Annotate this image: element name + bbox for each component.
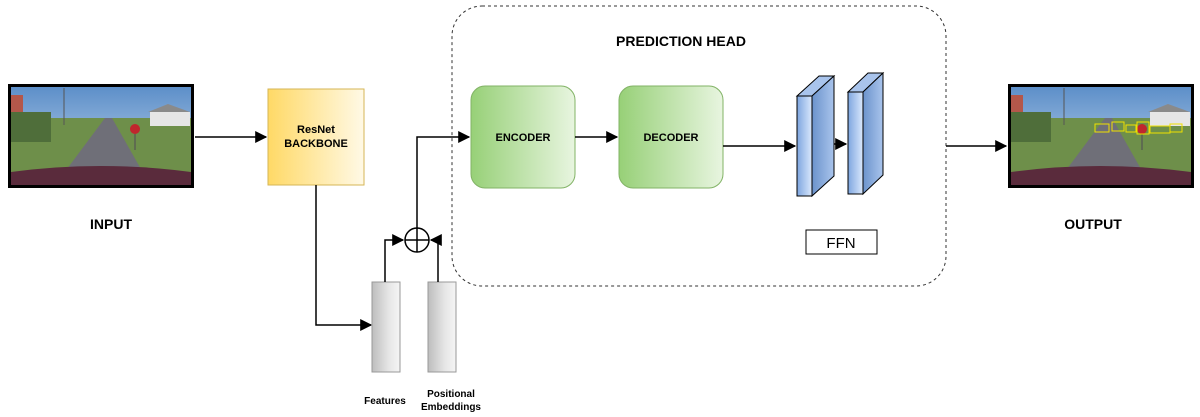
backbone-block: ResNet BACKBONE [267,88,365,186]
encoder-block: ENCODER [470,85,576,189]
positional-label-line1: Positional [427,389,475,400]
positional-label-line2: Embeddings [421,402,481,413]
arrow-positional-to-sum [429,234,442,282]
backbone-label-line2: BACKBONE [284,138,348,150]
prediction-head-container [451,5,947,287]
input-image [8,84,194,188]
features-column [371,281,401,373]
arrow-sum-to-encoder [416,131,471,228]
positional-embeddings-column [427,281,457,373]
output-label: OUTPUT [1064,216,1122,232]
ffn-layer-2 [846,71,885,196]
prediction-head-title: PREDICTION HEAD [616,33,746,49]
arrow-backbone-to-features [315,185,373,331]
ffn-label-box: FFN [805,229,878,255]
input-label: INPUT [90,216,132,232]
arrow-features-to-sum [384,234,405,282]
backbone-label-line1: ResNet [297,124,335,136]
output-image [1008,84,1194,188]
features-label: Features [364,396,406,407]
decoder-block: DECODER [618,85,724,189]
circle-plus-icon [404,227,430,253]
ffn-label: FFN [826,235,855,252]
encoder-label: ENCODER [495,132,550,144]
ffn-layer-1 [795,74,836,198]
decoder-label: DECODER [643,132,698,144]
detection-boxes [1094,121,1183,135]
